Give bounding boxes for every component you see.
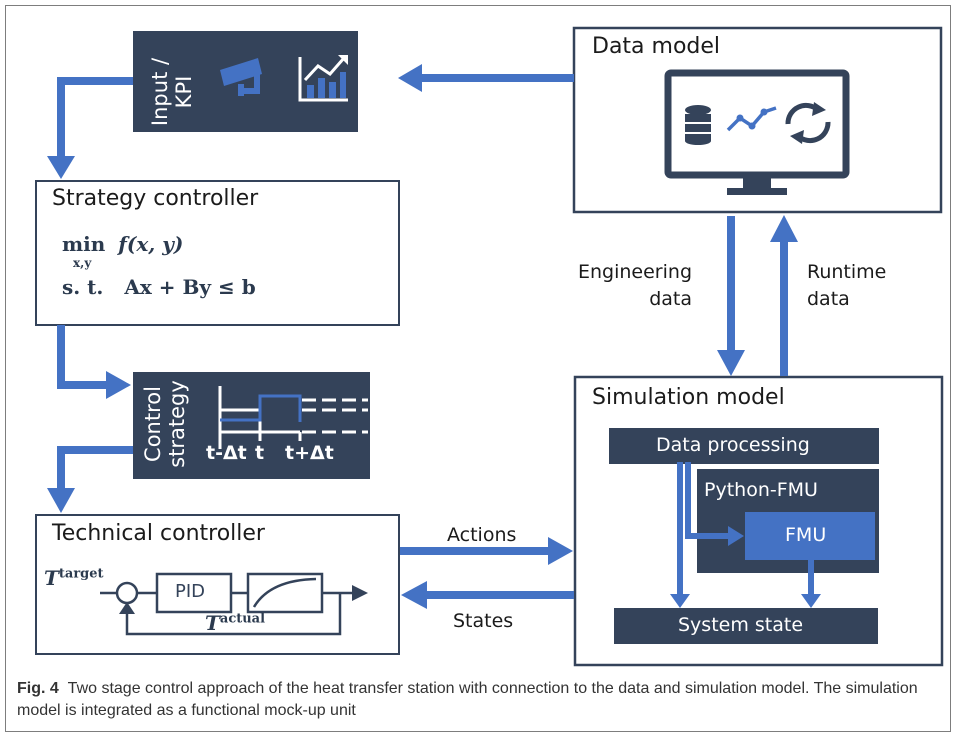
engineering-data-label: Engineering data <box>578 259 692 313</box>
pid-label: PID <box>175 581 206 602</box>
t-actual-label: Tactual <box>205 611 265 635</box>
database-icon <box>685 105 711 145</box>
engineering-line1: Engineering <box>578 261 692 283</box>
figure-caption: Fig. 4 Two stage control approach of the… <box>17 678 937 722</box>
security-camera-icon <box>220 58 262 96</box>
monitor-icon <box>664 69 850 195</box>
min-operator: min <box>62 232 106 256</box>
tick-t-plus: t+Δt <box>285 442 334 464</box>
data-processing-label: Data processing <box>656 434 810 456</box>
actions-label: Actions <box>447 524 517 546</box>
objective-line: min f(x, y) <box>62 232 183 256</box>
pid-block <box>155 572 233 614</box>
trend-line-icon <box>726 106 777 132</box>
simulation-internal-arrows <box>670 462 821 608</box>
runtime-line2: data <box>807 288 850 310</box>
system-state-label: System state <box>678 614 804 636</box>
runtime-line1: Runtime <box>807 261 887 283</box>
control-strategy-box <box>133 372 370 479</box>
sync-icon <box>785 102 831 144</box>
growth-chart-icon <box>298 55 348 102</box>
strategy-controller-title: Strategy controller <box>52 186 259 211</box>
strategy-plot <box>218 386 368 449</box>
control-strategy-line1: Control <box>141 386 165 462</box>
t-target-label: Ttarget <box>44 566 104 590</box>
python-fmu-label: Python-FMU <box>704 479 818 501</box>
min-subscript: x,y <box>73 256 92 270</box>
engineering-line2: data <box>649 288 692 310</box>
caption-text: Two stage control approach of the heat t… <box>17 680 918 719</box>
t-target-base: T <box>44 566 59 590</box>
connection-arrows <box>47 64 798 609</box>
fmu-label: FMU <box>785 524 827 546</box>
strategy-controller-box <box>35 180 400 326</box>
fmu-box <box>745 512 875 560</box>
t-actual-base: T <box>205 611 220 635</box>
input-kpi-line1: Input / <box>148 57 172 127</box>
tick-t-minus: t-Δt <box>206 442 247 464</box>
control-strategy-label: Control strategy <box>141 374 191 474</box>
control-loop <box>100 572 368 636</box>
caption-label: Fig. 4 <box>17 680 59 697</box>
runtime-data-label: Runtime data <box>807 259 886 313</box>
input-kpi-line2: KPI <box>172 75 196 109</box>
summing-junction <box>115 581 139 605</box>
simulation-model-title: Simulation model <box>592 385 785 410</box>
objective-expression: f(x, y) <box>118 232 184 256</box>
input-kpi-label: Input / KPI <box>148 47 198 137</box>
states-label: States <box>453 610 514 632</box>
t-target-sup: target <box>58 566 104 582</box>
data-processing-box <box>609 428 879 464</box>
constraint-expression: Ax + By ≤ b <box>124 275 256 299</box>
t-actual-sup: actual <box>219 611 266 627</box>
system-state-box <box>614 608 878 644</box>
tick-t: t <box>255 442 265 464</box>
data-model-title: Data model <box>592 34 721 59</box>
technical-controller-title: Technical controller <box>52 521 265 546</box>
constraint-line: s. t. Ax + By ≤ b <box>62 275 256 299</box>
control-strategy-line2: strategy <box>165 380 189 468</box>
figure-frame <box>5 5 951 732</box>
subject-to: s. t. <box>62 275 104 299</box>
